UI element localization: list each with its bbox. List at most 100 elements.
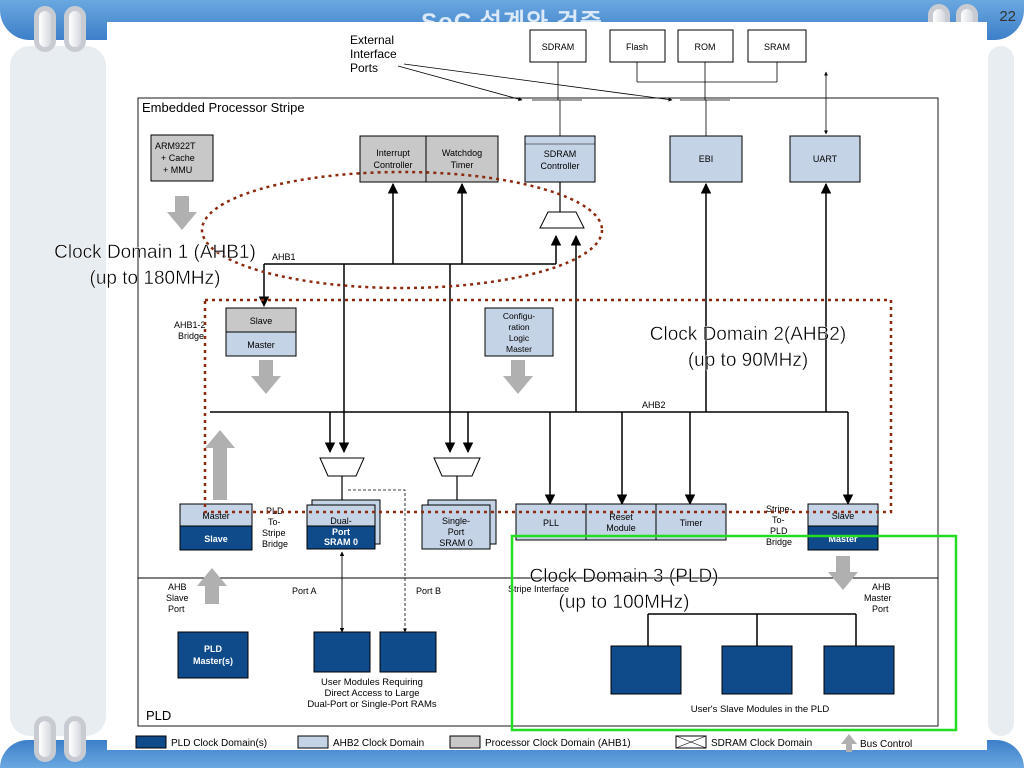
ahb12-bridge-label: AHB1-2 — [174, 320, 206, 330]
ebi-block: EBI — [669, 135, 743, 183]
port-b-label: Port B — [416, 586, 441, 596]
svg-text:(up to 90MHz): (up to 90MHz) — [688, 350, 808, 371]
right-panel — [988, 46, 1014, 736]
svg-text:Flash: Flash — [626, 42, 648, 52]
svg-text:Stripe: Stripe — [262, 528, 286, 538]
svg-text:Bridge: Bridge — [262, 539, 288, 549]
user-slave-modules-caption: User's Slave Modules in the PLD — [691, 704, 830, 715]
configuration-logic-master-block: Configu- ration Logic Master — [484, 307, 554, 357]
svg-text:ration: ration — [508, 322, 530, 332]
ahb12-bridge: Slave Master — [225, 307, 297, 357]
stripe-title: Embedded Processor Stripe — [142, 100, 305, 115]
uart-block: UART — [789, 135, 861, 183]
svg-text:Timer: Timer — [680, 518, 703, 528]
svg-text:Master: Master — [247, 340, 275, 350]
svg-text:AHB2 Clock Domain: AHB2 Clock Domain — [333, 738, 424, 749]
svg-text:SDRAM: SDRAM — [544, 149, 577, 159]
svg-text:PLD: PLD — [770, 526, 788, 536]
pld-label: PLD — [146, 708, 171, 723]
ahb1-label: AHB1 — [272, 252, 296, 262]
svg-text:Logic: Logic — [509, 333, 530, 343]
svg-text:PLL: PLL — [543, 518, 559, 528]
svg-text:Interface: Interface — [350, 47, 397, 61]
svg-text:ARM922T: ARM922T — [155, 141, 196, 151]
svg-text:AHB: AHB — [168, 582, 187, 592]
svg-text:Reset: Reset — [609, 512, 633, 522]
port-a-label: Port A — [292, 586, 317, 596]
svg-text:Dual-: Dual- — [330, 516, 352, 526]
memory-sram: SRAM — [747, 29, 807, 63]
svg-text:Clock Domain 3 (PLD): Clock Domain 3 (PLD) — [530, 566, 719, 587]
dual-port-mux — [319, 457, 365, 477]
svg-text:+ MMU: + MMU — [163, 165, 192, 175]
legend: PLD Clock Domain(s) AHB2 Clock Domain Pr… — [135, 734, 912, 752]
svg-text:Port: Port — [872, 604, 889, 614]
page-number: 22 — [999, 8, 1016, 25]
svg-text:SRAM 0: SRAM 0 — [439, 538, 473, 548]
external-ports-label: External Interface Ports — [350, 33, 397, 75]
single-port-sram-block: Single- Port SRAM 0 — [421, 499, 497, 550]
svg-text:EBI: EBI — [699, 154, 714, 164]
clock-domain-3-outline — [510, 534, 958, 732]
svg-text:Master(s): Master(s) — [193, 656, 233, 666]
binder-ring-icon — [64, 6, 86, 52]
svg-text:Slave: Slave — [204, 534, 228, 544]
svg-text:Stripe-: Stripe- — [766, 504, 793, 514]
clock-domain-2-label: Clock Domain 2(AHB2) (up to 90MHz) — [650, 324, 847, 371]
memory-rom: ROM — [677, 29, 734, 63]
watchdog-timer-block: Watchdog Timer — [425, 135, 499, 183]
svg-text:Master: Master — [506, 344, 532, 354]
arm922t-block: ARM922T + Cache + MMU — [150, 134, 214, 182]
clock-domain-1-outline — [200, 170, 604, 290]
svg-text:(up to 100MHz): (up to 100MHz) — [559, 592, 690, 613]
pld-region — [137, 577, 939, 727]
dual-port-sram-block: Dual- Port SRAM 0 — [306, 499, 381, 550]
svg-text:UART: UART — [813, 154, 838, 164]
timer-block: Timer — [655, 503, 727, 541]
svg-text:PLD: PLD — [204, 644, 223, 654]
svg-text:Clock Domain 1 (AHB1): Clock Domain 1 (AHB1) — [54, 242, 256, 263]
svg-text:Timer: Timer — [451, 160, 474, 170]
memory-sdram: SDRAM — [529, 29, 587, 63]
svg-text:+ Cache: + Cache — [161, 153, 195, 163]
pll-block: PLL — [515, 503, 587, 541]
svg-text:Bus Control: Bus Control — [860, 739, 912, 750]
stripe-to-pld-label: Stripe- To- PLD Bridge — [766, 504, 793, 547]
svg-text:ROM: ROM — [695, 42, 716, 52]
svg-text:To-: To- — [772, 515, 785, 525]
sdram-mux — [539, 211, 585, 229]
stripe-interface-label: Stripe Interface — [508, 584, 569, 594]
svg-text:PLD Clock Domain(s): PLD Clock Domain(s) — [171, 738, 267, 749]
stripe-to-pld-bridge: Slave Master — [807, 503, 879, 551]
svg-text:AHB: AHB — [872, 582, 891, 592]
user-slave-module-block — [721, 645, 793, 695]
pld-masters-block: PLD Master(s) — [177, 631, 249, 679]
svg-text:Watchdog: Watchdog — [442, 148, 482, 158]
svg-text:Port: Port — [168, 604, 185, 614]
svg-text:Processor Clock Domain (AHB1): Processor Clock Domain (AHB1) — [485, 738, 631, 749]
svg-text:Configu-: Configu- — [503, 311, 535, 321]
user-module-block — [313, 631, 371, 673]
binder-ring-icon — [34, 6, 56, 52]
svg-text:Master: Master — [864, 593, 892, 603]
ahb-slave-port-label: AHB Slave Port — [166, 582, 189, 614]
single-port-mux — [433, 457, 481, 477]
svg-text:User Modules Requiring: User Modules Requiring — [321, 677, 423, 688]
svg-text:Ports: Ports — [350, 61, 378, 75]
svg-text:(up to 180MHz): (up to 180MHz) — [90, 268, 221, 289]
left-panel — [10, 46, 106, 736]
ahb2-label: AHB2 — [642, 400, 666, 410]
clock-domain-3-label: Clock Domain 3 (PLD) (up to 100MHz) — [529, 566, 719, 613]
svg-text:To-: To- — [268, 517, 281, 527]
svg-text:Interrupt: Interrupt — [376, 148, 410, 158]
svg-text:Module: Module — [606, 523, 636, 533]
svg-text:Controller: Controller — [373, 160, 412, 170]
svg-text:Dual-Port or Single-Port RAMs: Dual-Port or Single-Port RAMs — [307, 699, 437, 710]
svg-text:Port: Port — [332, 527, 350, 537]
svg-text:Master: Master — [202, 511, 230, 521]
svg-text:Clock Domain 2(AHB2): Clock Domain 2(AHB2) — [650, 324, 846, 345]
svg-text:Port: Port — [448, 527, 465, 537]
memory-flash: Flash — [609, 29, 666, 63]
interrupt-controller-block: Interrupt Controller — [359, 135, 427, 183]
